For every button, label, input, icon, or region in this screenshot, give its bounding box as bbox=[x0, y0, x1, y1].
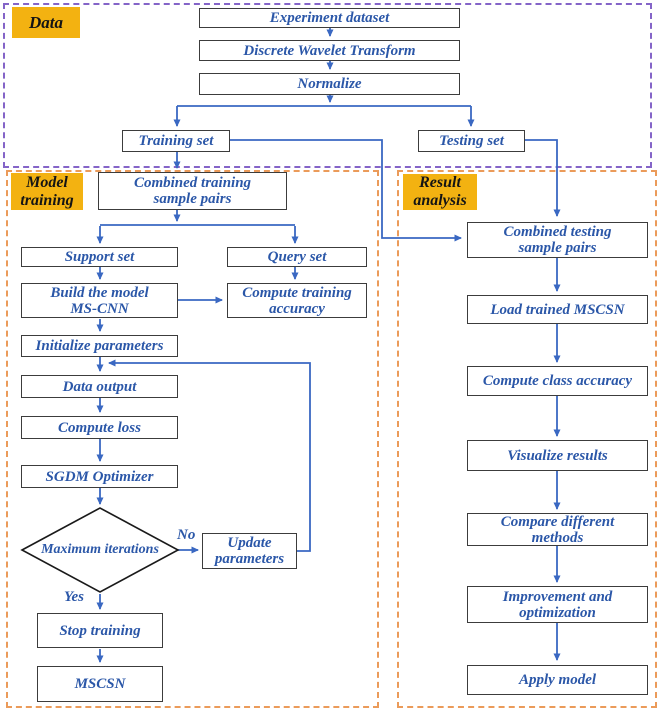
section-label-result-analysis: Result analysis bbox=[403, 174, 477, 210]
section-label-data: Data bbox=[12, 7, 80, 38]
node-compare-different-methods: Compare different methods bbox=[467, 513, 648, 546]
node-visualize-results: Visualize results bbox=[467, 440, 648, 471]
node-compute-loss: Compute loss bbox=[21, 416, 178, 439]
edge-testing-to-combined-testing bbox=[525, 139, 561, 217]
node-support-set: Support set bbox=[21, 247, 178, 267]
node-update-parameters: Update parameters bbox=[202, 533, 297, 569]
node-experiment-dataset: Experiment dataset bbox=[199, 8, 460, 28]
decision-diamond-shape bbox=[20, 507, 180, 593]
node-mscsn: MSCSN bbox=[37, 666, 163, 702]
node-compute-training-accuracy: Compute training accuracy bbox=[227, 283, 367, 318]
node-normalize: Normalize bbox=[199, 73, 460, 95]
section-model-training bbox=[6, 170, 379, 708]
node-combined-training-sample-pairs: Combined training sample pairs bbox=[98, 172, 287, 210]
edge-training-to-combined-testing bbox=[230, 139, 462, 242]
node-query-set: Query set bbox=[227, 247, 367, 267]
node-testing-set: Testing set bbox=[418, 130, 525, 152]
section-label-model-training: Model training bbox=[11, 173, 83, 210]
node-discrete-wavelet-transform: Discrete Wavelet Transform bbox=[199, 40, 460, 61]
section-result-analysis bbox=[397, 170, 657, 708]
edge-label-no: No bbox=[177, 527, 196, 543]
node-combined-testing-sample-pairs: Combined testing sample pairs bbox=[467, 222, 648, 258]
node-sgdm-optimizer: SGDM Optimizer bbox=[21, 465, 178, 488]
section-data bbox=[3, 3, 652, 168]
node-data-output: Data output bbox=[21, 375, 178, 398]
node-apply-model: Apply model bbox=[467, 665, 648, 695]
node-compute-class-accuracy: Compute class accuracy bbox=[467, 366, 648, 396]
node-stop-training: Stop training bbox=[37, 613, 163, 648]
node-load-trained-mscsn: Load trained MSCSN bbox=[467, 295, 648, 324]
edge-label-yes: Yes bbox=[64, 589, 84, 605]
node-initialize-parameters: Initialize parameters bbox=[21, 335, 178, 357]
node-improvement-optimization: Improvement and optimization bbox=[467, 586, 648, 623]
node-training-set: Training set bbox=[122, 130, 230, 152]
node-build-model-ms-cnn: Build the model MS-CNN bbox=[21, 283, 178, 318]
node-maximum-iterations: Maximum iterations bbox=[41, 542, 159, 557]
edge-update-feedback bbox=[108, 359, 311, 552]
